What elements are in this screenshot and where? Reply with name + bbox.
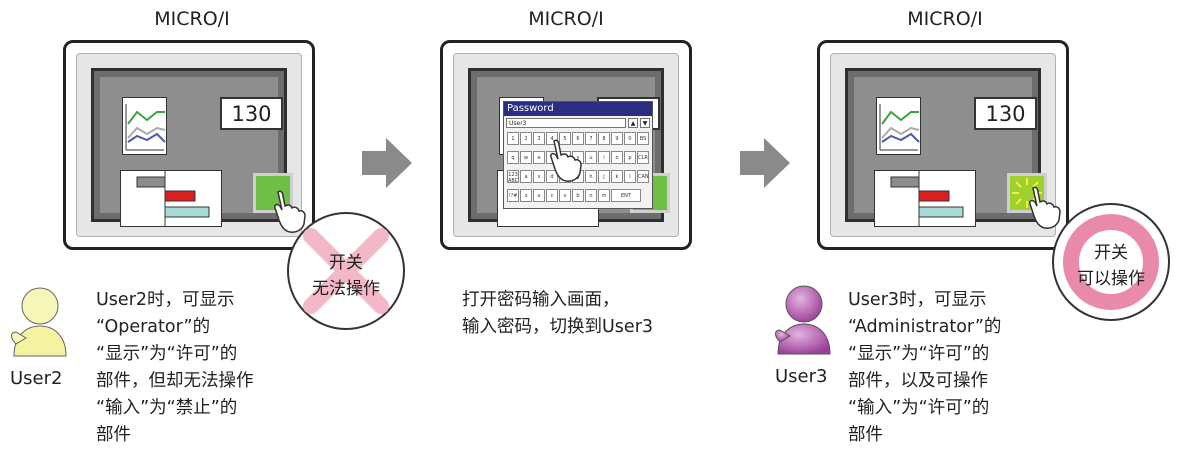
keyboard-key[interactable]: l bbox=[624, 170, 636, 183]
keyboard-key[interactable]: p bbox=[624, 151, 636, 164]
bar-chart-part bbox=[120, 170, 222, 227]
keyboard-key[interactable]: 8 bbox=[598, 132, 610, 145]
keyboard-down-key[interactable]: ▼ bbox=[640, 118, 650, 128]
keyboard-key[interactable]: BS bbox=[637, 132, 649, 145]
keyboard-key[interactable]: k bbox=[611, 170, 623, 183]
keyboard-key[interactable]: x bbox=[533, 189, 545, 202]
keyboard-key[interactable]: 1 bbox=[507, 132, 519, 145]
keyboard-key[interactable]: 7 bbox=[585, 132, 597, 145]
hmi-panel-3: 130 bbox=[817, 40, 1069, 250]
right-description-3: “显示”为“许可”的 bbox=[848, 344, 990, 364]
right-description-6: 部件 bbox=[848, 425, 883, 445]
left-description-3: “显示”为“许可”的 bbox=[96, 344, 238, 364]
keyboard-key[interactable]: u bbox=[585, 151, 597, 164]
panel-1-title: MICRO/I bbox=[154, 8, 230, 30]
arrow-right-icon bbox=[362, 138, 412, 188]
panel-2-title: MICRO/I bbox=[528, 8, 604, 30]
left-description-5: “输入”为“禁止”的 bbox=[96, 398, 238, 418]
keyboard-key[interactable]: m bbox=[598, 189, 610, 202]
keyboard-key[interactable]: v bbox=[559, 189, 571, 202]
keyboard-title: Password bbox=[504, 102, 652, 116]
numeric-display-part: 130 bbox=[974, 97, 1037, 130]
cross-mark-icon bbox=[303, 228, 389, 314]
keyboard-key[interactable]: s bbox=[533, 170, 545, 183]
user-left-label: User2 bbox=[10, 368, 63, 389]
keyboard-up-key[interactable]: ▲ bbox=[628, 118, 638, 128]
line-chart-part bbox=[122, 97, 167, 155]
keyboard-key[interactable]: w bbox=[520, 151, 532, 164]
panel-bezel: 130 bbox=[76, 53, 302, 237]
keyboard-key[interactable]: b bbox=[572, 189, 584, 202]
keyboard-key[interactable]: 6 bbox=[572, 132, 584, 145]
right-description-2: “Administrator”的 bbox=[848, 317, 1002, 337]
keyboard-key[interactable]: 123 ABC bbox=[507, 170, 519, 184]
keyboard-key[interactable]: CAN bbox=[637, 170, 649, 183]
bubble-right-line2: 可以操作 bbox=[1077, 269, 1145, 289]
password-input[interactable]: User3 bbox=[506, 118, 626, 128]
keyboard-key[interactable]: a bbox=[520, 170, 532, 183]
keyboard-key[interactable]: !?# bbox=[507, 189, 519, 202]
keyboard-key[interactable]: c bbox=[546, 189, 558, 202]
bar-chart-part bbox=[874, 170, 976, 227]
keyboard-key[interactable]: q bbox=[507, 151, 519, 164]
keyboard-key[interactable]: 5 bbox=[559, 132, 571, 145]
left-description-4: 部件，但却无法操作 bbox=[96, 371, 254, 391]
middle-description-2: 输入密码，切换到User3 bbox=[462, 317, 654, 337]
panel-3-title: MICRO/I bbox=[907, 8, 983, 30]
left-description-6: 部件 bbox=[96, 425, 131, 445]
arrow-right-icon bbox=[740, 138, 790, 188]
keyboard-key[interactable]: i bbox=[598, 151, 610, 164]
right-description-4: 部件，以及可操作 bbox=[848, 371, 988, 391]
right-description-5: “输入”为“许可”的 bbox=[848, 398, 990, 418]
middle-description-1: 打开密码输入画面， bbox=[462, 290, 620, 310]
pointing-hand-icon bbox=[1029, 186, 1061, 229]
bubble-right-line1: 开关 bbox=[1094, 243, 1128, 263]
keyboard-key[interactable]: 3 bbox=[533, 132, 545, 145]
panel-bezel: 130 bbox=[830, 53, 1056, 237]
keyboard-key[interactable]: z bbox=[520, 189, 532, 202]
screen-area: 130 bbox=[100, 77, 293, 227]
left-description-2: “Operator”的 bbox=[96, 317, 211, 337]
right-description-1: User3时，可显示 bbox=[848, 290, 987, 310]
pointing-hand-icon bbox=[550, 139, 582, 182]
keyboard-key[interactable]: h bbox=[585, 170, 597, 183]
keyboard-key[interactable]: 0 bbox=[624, 132, 636, 145]
panel-screen: 130 bbox=[91, 68, 293, 227]
hmi-panel-1: 130 bbox=[63, 40, 315, 250]
keyboard-key[interactable]: n bbox=[585, 189, 597, 202]
panel-screen: 130 bbox=[845, 68, 1047, 227]
bubble-left-line2: 无法操作 bbox=[312, 279, 380, 299]
keyboard-key[interactable]: j bbox=[598, 170, 610, 183]
line-chart-part bbox=[876, 97, 921, 155]
keyboard-key[interactable]: o bbox=[611, 151, 623, 164]
numeric-display-part: 130 bbox=[220, 97, 283, 130]
keyboard-key[interactable]: 9 bbox=[611, 132, 623, 145]
user-icon bbox=[11, 287, 67, 357]
keyboard-key[interactable]: d bbox=[546, 170, 558, 183]
pointing-hand-icon bbox=[274, 190, 306, 233]
user-right-label: User3 bbox=[775, 366, 828, 387]
left-description-1: User2时，可显示 bbox=[96, 290, 235, 310]
user-icon bbox=[775, 285, 831, 355]
keyboard-key[interactable]: ENT bbox=[611, 189, 641, 202]
password-keyboard[interactable]: Password User3 ▲ ▼ 1234567890BSqwertyuio… bbox=[503, 101, 653, 209]
keyboard-key[interactable]: e bbox=[533, 151, 545, 164]
keyboard-key[interactable]: CLR bbox=[637, 151, 649, 164]
bubble-left-line1: 开关 bbox=[329, 253, 363, 273]
keyboard-key[interactable]: 2 bbox=[520, 132, 532, 145]
screen-area: 130 bbox=[854, 77, 1047, 227]
